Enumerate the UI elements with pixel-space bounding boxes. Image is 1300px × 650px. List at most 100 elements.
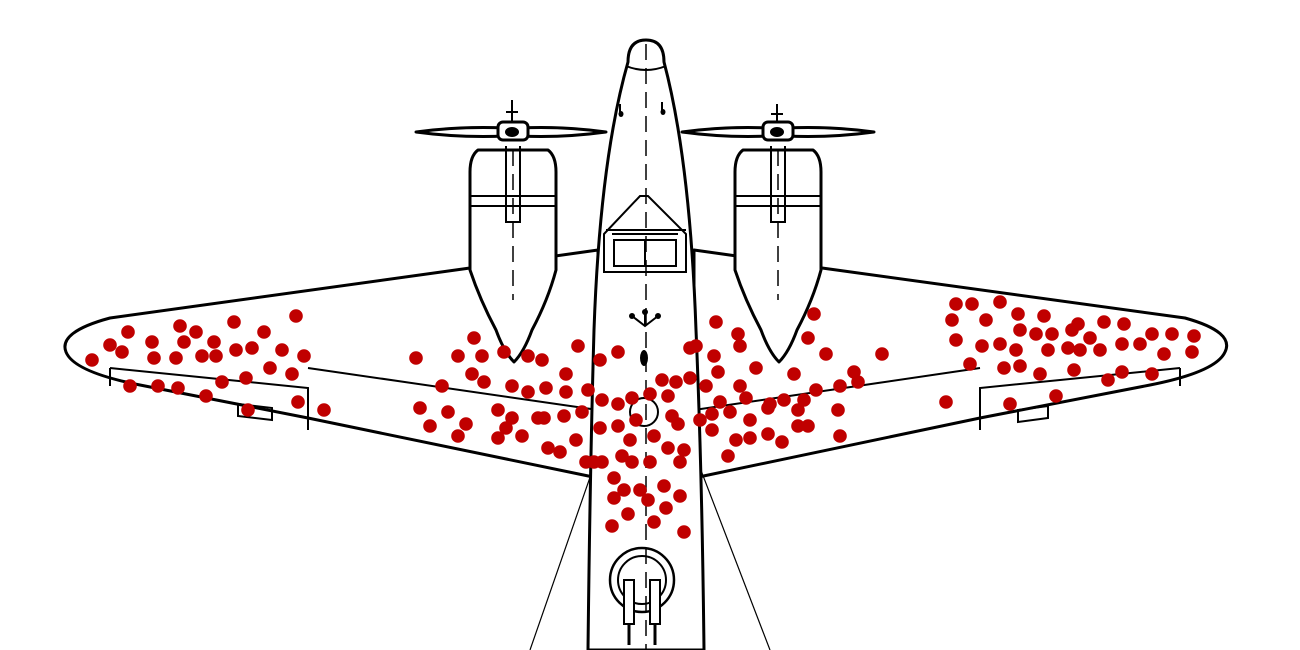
hit-marker: [721, 449, 735, 463]
hit-marker: [1157, 347, 1171, 361]
hit-marker: [1165, 327, 1179, 341]
hit-marker: [1097, 315, 1111, 329]
hit-marker: [633, 483, 647, 497]
hit-marker: [643, 387, 657, 401]
hit-marker: [1013, 323, 1027, 337]
hit-marker: [515, 429, 529, 443]
hit-marker: [761, 427, 775, 441]
hit-marker: [775, 435, 789, 449]
hit-marker: [993, 337, 1007, 351]
hit-marker: [1009, 343, 1023, 357]
hit-marker: [707, 349, 721, 363]
hit-marker: [291, 395, 305, 409]
hit-markers: [85, 295, 1201, 539]
hit-marker: [593, 421, 607, 435]
hit-marker: [497, 345, 511, 359]
hit-marker: [451, 429, 465, 443]
hit-marker: [833, 429, 847, 443]
hit-marker: [451, 349, 465, 363]
hit-marker: [531, 411, 545, 425]
hit-marker: [963, 357, 977, 371]
hit-marker: [611, 345, 625, 359]
hit-marker: [559, 367, 573, 381]
hit-marker: [575, 405, 589, 419]
hit-marker: [743, 431, 757, 445]
hit-marker: [1065, 323, 1079, 337]
hit-marker: [229, 343, 243, 357]
hit-marker: [539, 381, 553, 395]
hit-marker: [409, 351, 423, 365]
hit-marker: [993, 295, 1007, 309]
hit-marker: [659, 501, 673, 515]
hit-marker: [459, 417, 473, 431]
hit-marker: [1133, 337, 1147, 351]
hit-marker: [173, 319, 187, 333]
hit-marker: [171, 381, 185, 395]
hit-marker: [1145, 367, 1159, 381]
hit-marker: [85, 353, 99, 367]
hit-marker: [145, 335, 159, 349]
hit-marker: [749, 361, 763, 375]
hit-marker: [199, 389, 213, 403]
hit-marker: [949, 297, 963, 311]
hit-marker: [647, 515, 661, 529]
hit-marker: [569, 433, 583, 447]
hit-marker: [611, 419, 625, 433]
hit-marker: [103, 338, 117, 352]
hit-marker: [693, 413, 707, 427]
hit-marker: [607, 491, 621, 505]
hit-marker: [151, 379, 165, 393]
hit-marker: [1117, 317, 1131, 331]
hit-marker: [317, 403, 331, 417]
hit-marker: [819, 347, 833, 361]
hit-marker: [615, 449, 629, 463]
hit-marker: [791, 403, 805, 417]
hit-marker: [115, 345, 129, 359]
hit-marker: [661, 389, 675, 403]
hit-marker: [975, 339, 989, 353]
hit-marker: [801, 331, 815, 345]
hit-marker: [743, 413, 757, 427]
hit-marker: [571, 339, 585, 353]
hit-marker: [831, 403, 845, 417]
hit-marker: [797, 393, 811, 407]
hit-marker: [467, 331, 481, 345]
hit-marker: [677, 525, 691, 539]
hit-marker: [713, 395, 727, 409]
hit-marker: [275, 343, 289, 357]
hit-marker: [1013, 359, 1027, 373]
hit-marker: [195, 349, 209, 363]
hit-marker: [435, 379, 449, 393]
hit-marker: [673, 489, 687, 503]
hit-marker: [499, 421, 513, 435]
hit-marker: [245, 341, 259, 355]
hit-marker: [641, 493, 655, 507]
left-engine: [468, 146, 558, 364]
hit-marker: [661, 441, 675, 455]
hit-marker: [1045, 327, 1059, 341]
hit-marker: [1029, 327, 1043, 341]
hit-marker: [965, 297, 979, 311]
hit-marker: [705, 407, 719, 421]
hit-marker: [423, 419, 437, 433]
hit-marker: [689, 339, 703, 353]
hit-marker: [709, 315, 723, 329]
hit-marker: [1003, 397, 1017, 411]
hit-marker: [1011, 307, 1025, 321]
hit-marker: [227, 315, 241, 329]
hit-marker: [297, 349, 311, 363]
right-propeller: [680, 104, 876, 142]
hit-marker: [949, 333, 963, 347]
hit-marker: [475, 349, 489, 363]
hit-marker: [787, 367, 801, 381]
hit-marker: [629, 413, 643, 427]
hit-marker: [541, 441, 555, 455]
hit-marker: [559, 385, 573, 399]
hit-marker: [595, 393, 609, 407]
hit-marker: [241, 403, 255, 417]
hit-marker: [711, 365, 725, 379]
hit-marker: [1041, 343, 1055, 357]
hit-marker: [621, 507, 635, 521]
hit-marker: [939, 395, 953, 409]
